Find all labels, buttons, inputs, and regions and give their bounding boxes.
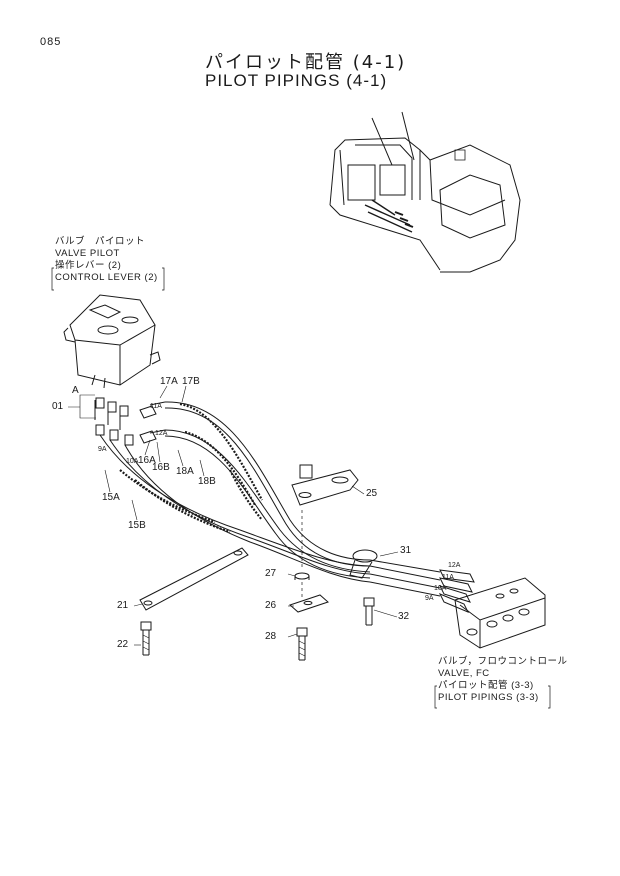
port-12a-left: 12A — [155, 430, 168, 437]
callout-17b: 17B — [182, 376, 200, 387]
callout-32: 32 — [398, 611, 410, 622]
bolt-32 — [363, 597, 375, 626]
callout-31: 31 — [400, 545, 412, 556]
callout-22: 22 — [117, 639, 129, 650]
port-11a-left: 11A — [150, 403, 162, 410]
callout-01: 01 — [52, 401, 64, 412]
page-number: 085 — [40, 36, 62, 48]
bracket-25 — [291, 464, 359, 506]
callout-18b: 18B — [198, 476, 216, 487]
port-12a-right: 12A — [448, 562, 461, 569]
clamp-31 — [349, 549, 378, 579]
callout-17a: 17A — [160, 376, 178, 387]
port-9a-left: 9A — [98, 446, 107, 453]
valve-fc-caption-sub-jp: パイロット配管 (3-3) — [438, 680, 534, 691]
port-9a-right: 9A — [425, 595, 434, 602]
callout-16a: 16A — [138, 455, 156, 466]
bolt-22 — [140, 621, 152, 656]
page-title-jp: パイロット配管 (4-1) — [205, 52, 407, 73]
valve-fc-caption-sub-en: PILOT PIPINGS (3-3) — [438, 692, 539, 703]
port-10a-left: 10A — [126, 458, 139, 465]
callout-26: 26 — [265, 600, 277, 611]
callout-15b: 15B — [128, 520, 146, 531]
hose-bundle — [99, 401, 441, 597]
port-10a-right: 10A — [434, 585, 447, 592]
valve-fc-caption-en: VALVE, FC — [438, 668, 490, 679]
page-title-en: PILOT PIPINGS (4-1) — [205, 71, 388, 90]
port-11a-right: 11A — [442, 574, 454, 581]
callout-16b: 16B — [152, 462, 170, 473]
valve-pilot-caption-sub-jp: 操作レバー (2) — [55, 260, 122, 271]
excavator-overview — [329, 111, 521, 273]
fc-valve-body — [438, 569, 546, 649]
mounting-set-26-28 — [289, 510, 329, 661]
bar-21 — [139, 547, 249, 611]
valve-pilot-caption-en: VALVE PILOT — [55, 248, 120, 259]
caption-brackets — [51, 267, 551, 709]
callout-a: A — [72, 385, 79, 396]
pilot-valve-body — [63, 294, 161, 430]
callout-15a: 15A — [102, 492, 120, 503]
callout-21: 21 — [117, 600, 129, 611]
callout-25: 25 — [366, 488, 378, 499]
valve-pilot-caption: バルブ パイロット VALVE PILOT 操作レバー (2) CONTROL … — [55, 236, 158, 284]
callout-18a: 18A — [176, 466, 194, 477]
callout-28: 28 — [265, 631, 277, 642]
spring-guards — [119, 402, 263, 534]
valve-fc-caption-jp: バルブ，フロウコントロール — [438, 656, 568, 667]
valve-fc-caption: バルブ，フロウコントロール VALVE, FC パイロット配管 (3-3) PI… — [438, 656, 568, 704]
valve-pilot-caption-jp: バルブ パイロット — [55, 236, 146, 247]
valve-pilot-caption-sub-en: CONTROL LEVER (2) — [55, 272, 158, 283]
callout-27: 27 — [265, 568, 277, 579]
leader-lines — [68, 385, 399, 646]
